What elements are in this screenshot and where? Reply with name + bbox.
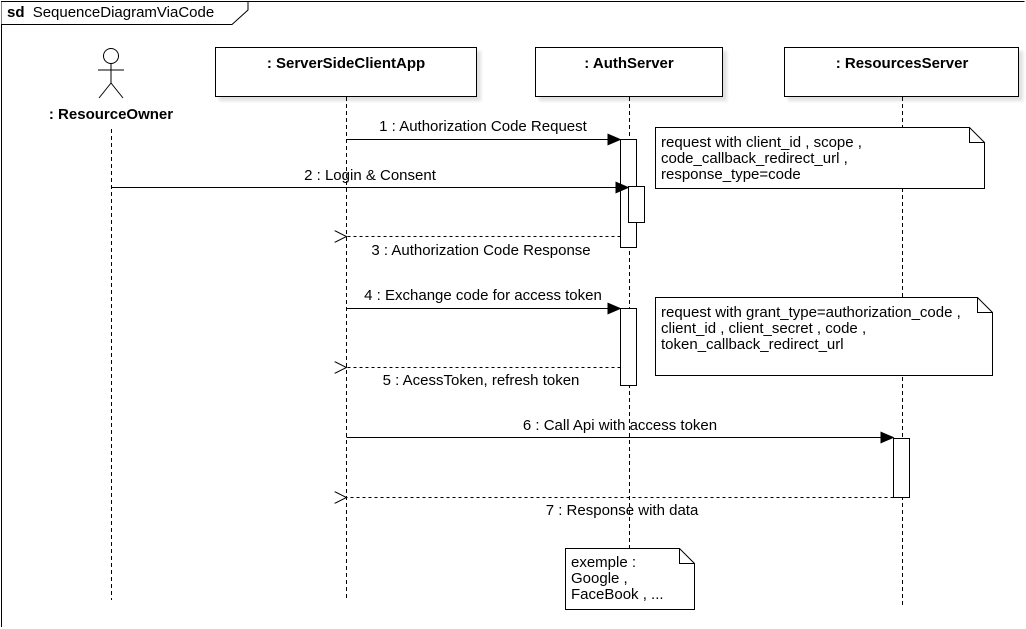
message-1[interactable]: 1 : Authorization Code Request xyxy=(346,118,622,146)
stick-figure-icon xyxy=(98,48,124,99)
note-line: token_callback_redirect_url xyxy=(661,336,844,353)
message-2[interactable]: 2 : Login & Consent xyxy=(111,167,630,194)
svg-text:exemple : Google ,: exemple : Google , FaceBook , ... xyxy=(571,554,664,603)
message-3[interactable]: 3 : Authorization Code Response xyxy=(347,237,621,260)
frame-name: SequenceDiagramViaCode xyxy=(33,4,215,21)
participant-label: : AuthServer xyxy=(584,55,674,72)
note-provider-examples[interactable]: exemple : Google , FaceBook , ... xyxy=(565,548,695,610)
participant-box xyxy=(215,47,477,97)
note-line: FaceBook , ... xyxy=(571,586,664,603)
note-line: request with grant_type=authorization_co… xyxy=(661,304,961,321)
message-label: 2 : Login & Consent xyxy=(304,167,437,184)
actor-label: : ResourceOwner xyxy=(49,106,173,123)
svg-text:request with client_id , scope: request with client_id , scope , code_ca… xyxy=(661,134,866,183)
message-4[interactable]: 4 : Exchange code for access token xyxy=(346,287,622,315)
note-line: Google , xyxy=(571,570,628,587)
note-line: response_type=code xyxy=(661,166,801,183)
svg-text:request with grant_type=author: request with grant_type=authorization_co… xyxy=(661,304,965,353)
note-token-request[interactable]: request with grant_type=authorization_co… xyxy=(655,297,993,376)
participant-box xyxy=(535,47,723,97)
svg-text:sd SequenceDiagramViaCod: sd SequenceDiagramViaCode xyxy=(7,4,214,21)
frame-keyword: sd xyxy=(7,4,25,21)
message-label: 4 : Exchange code for access token xyxy=(364,287,602,304)
participant-resources-server[interactable]: : ResourcesServer xyxy=(784,47,1019,97)
participant-label: : ServerSideClientApp xyxy=(267,55,425,72)
note-shape xyxy=(655,297,993,376)
note-shape xyxy=(655,127,985,189)
message-label: 1 : Authorization Code Request xyxy=(379,118,587,135)
note-shape xyxy=(565,548,695,610)
note-line: code_callback_redirect_url , xyxy=(661,150,848,167)
activation-resources xyxy=(893,438,910,498)
note-line: request with client_id , scope , xyxy=(661,134,862,151)
message-label: 6 : Call Api with access token xyxy=(523,417,717,434)
message-label: 7 : Response with data xyxy=(546,502,699,519)
participant-box xyxy=(784,47,1019,97)
message-label: 5 : AcessToken, refresh token xyxy=(383,372,580,389)
message-5[interactable]: 5 : AcessToken, refresh token xyxy=(347,368,621,390)
note-line: client_id , client_secret , code , xyxy=(661,320,866,337)
activation-auth-nested xyxy=(628,186,645,223)
activation-auth-2 xyxy=(620,308,637,386)
message-6[interactable]: 6 : Call Api with access token xyxy=(346,417,895,444)
actor-resource-owner[interactable]: : ResourceOwner xyxy=(49,48,173,124)
participant-auth-server[interactable]: : AuthServer xyxy=(535,47,723,97)
participant-client[interactable]: : ServerSideClientApp xyxy=(215,47,477,97)
message-label: 3 : Authorization Code Response xyxy=(371,242,590,259)
participant-label: : ResourcesServer xyxy=(836,55,969,72)
message-7[interactable]: 7 : Response with data xyxy=(347,498,894,520)
note-authorization-request[interactable]: request with client_id , scope , code_ca… xyxy=(655,127,985,189)
note-line: exemple : xyxy=(571,554,636,571)
frame-title-tab xyxy=(1,1,249,25)
